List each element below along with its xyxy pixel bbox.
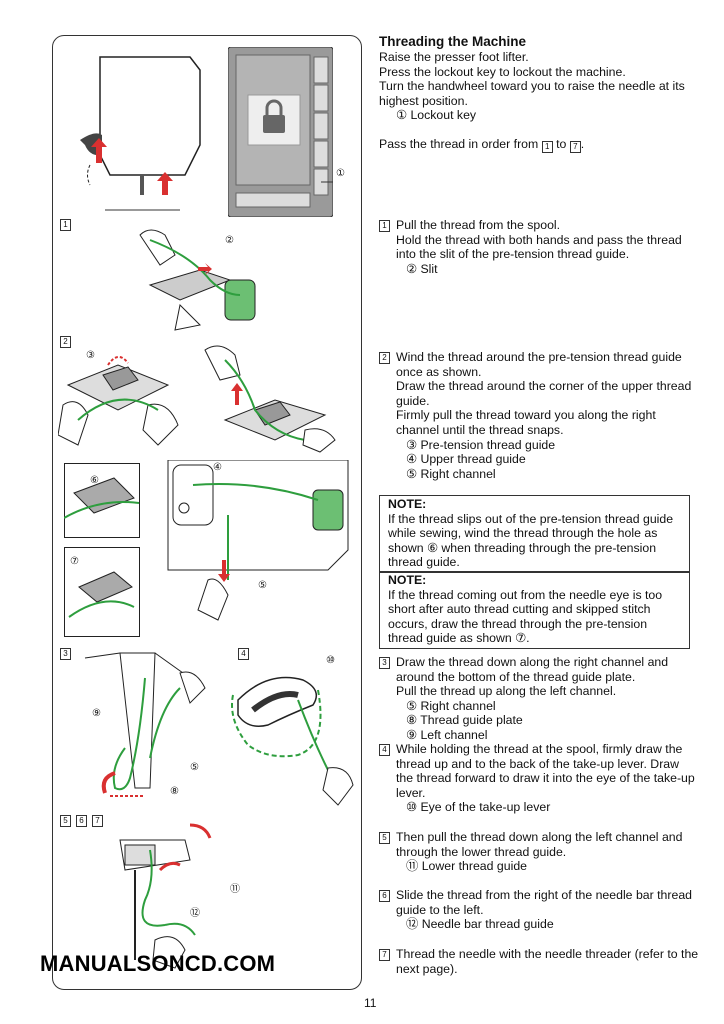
inset-hole-illustration: [64, 463, 140, 538]
step-7: 7 Thread the needle with the needle thre…: [379, 947, 699, 976]
step-2: 2 Wind the thread around the pre-tension…: [379, 350, 699, 481]
intro-line-2: Press the lockout key to lockout the mac…: [379, 64, 626, 79]
callout-slit: ②: [225, 235, 234, 246]
machine-head-illustration: [80, 56, 201, 211]
figure-3-marker: 3: [60, 648, 71, 660]
pass-sentence: Pass the thread in order from 1 to 7.: [379, 136, 585, 153]
touch-screen-illustration: [228, 47, 333, 217]
callout-right-channel-a: ⑤: [258, 580, 267, 591]
callout-pre-tension-hole: ⑦: [70, 556, 79, 567]
note-1: NOTE: If the thread slips out of the pre…: [379, 495, 690, 573]
step5-7-illustration: [119, 823, 212, 969]
inset-pre-tension-illustration: [64, 547, 140, 637]
callout-lockout-key: ①: [336, 168, 345, 179]
figure-5-marker: 5: [60, 815, 71, 827]
step-1: 1 Pull the thread from the spool. Hold t…: [379, 218, 699, 276]
step4-illustration: [231, 676, 354, 806]
intro-line-1: Raise the presser foot lifter.: [379, 50, 529, 64]
callout-right-channel-b: ⑤: [190, 762, 199, 773]
step2-illustration-right: [204, 345, 336, 453]
note-2: NOTE: If the thread coming out from the …: [379, 571, 690, 649]
step-3: 3 Draw the thread down along the right c…: [379, 655, 699, 743]
upper-guide-illustration: [167, 460, 349, 621]
figure-4-marker: 4: [238, 648, 249, 660]
callout-upper-guide: ④: [213, 462, 222, 473]
callout-thread-guide-plate: ⑧: [170, 786, 179, 797]
step-6-marker: 6: [379, 890, 390, 902]
figure-7-marker: 7: [92, 815, 103, 827]
watermark: MANUALSONCD.COM: [40, 951, 276, 976]
callout-pre-tension-guide: ③: [86, 350, 95, 361]
intro-line-3: Turn the handwheel toward you to raise t…: [379, 79, 685, 108]
page-title: Threading the Machine: [379, 34, 527, 49]
step2-illustration-left: [58, 356, 179, 446]
step-5-marker: 5: [379, 832, 390, 844]
step-5: 5 Then pull the thread down along the le…: [379, 830, 699, 874]
illustration-panel: [52, 35, 362, 990]
figure-6-marker: 6: [76, 815, 87, 827]
step-3-marker: 3: [379, 657, 390, 669]
step3-illustration: [84, 652, 206, 797]
step-1-marker: 1: [379, 220, 390, 232]
page-number: 11: [364, 996, 377, 1010]
pass-to-marker: 7: [569, 140, 581, 153]
figure-1-marker: 1: [60, 219, 71, 231]
step-4: 4 While holding the thread at the spool,…: [379, 742, 699, 815]
intro-item-lockout: ① Lockout key: [396, 108, 477, 123]
step-6: 6 Slide the thread from the right of the…: [379, 888, 699, 932]
step-4-marker: 4: [379, 744, 390, 756]
step-2-marker: 2: [379, 352, 390, 364]
callout-left-channel: ⑨: [92, 708, 101, 719]
callout-hole: ⑥: [90, 475, 99, 486]
callout-needle-bar-guide: ⑫: [190, 908, 200, 919]
step-7-marker: 7: [379, 949, 390, 961]
pass-from-marker: 1: [541, 140, 553, 153]
callout-take-up-lever-eye: ⑩: [326, 655, 335, 666]
figure-2-marker: 2: [60, 336, 71, 348]
callout-lower-thread-guide: ⑪: [230, 884, 240, 895]
intro-section: Threading the Machine Raise the presser …: [379, 34, 699, 153]
step1-illustration: [139, 229, 256, 331]
